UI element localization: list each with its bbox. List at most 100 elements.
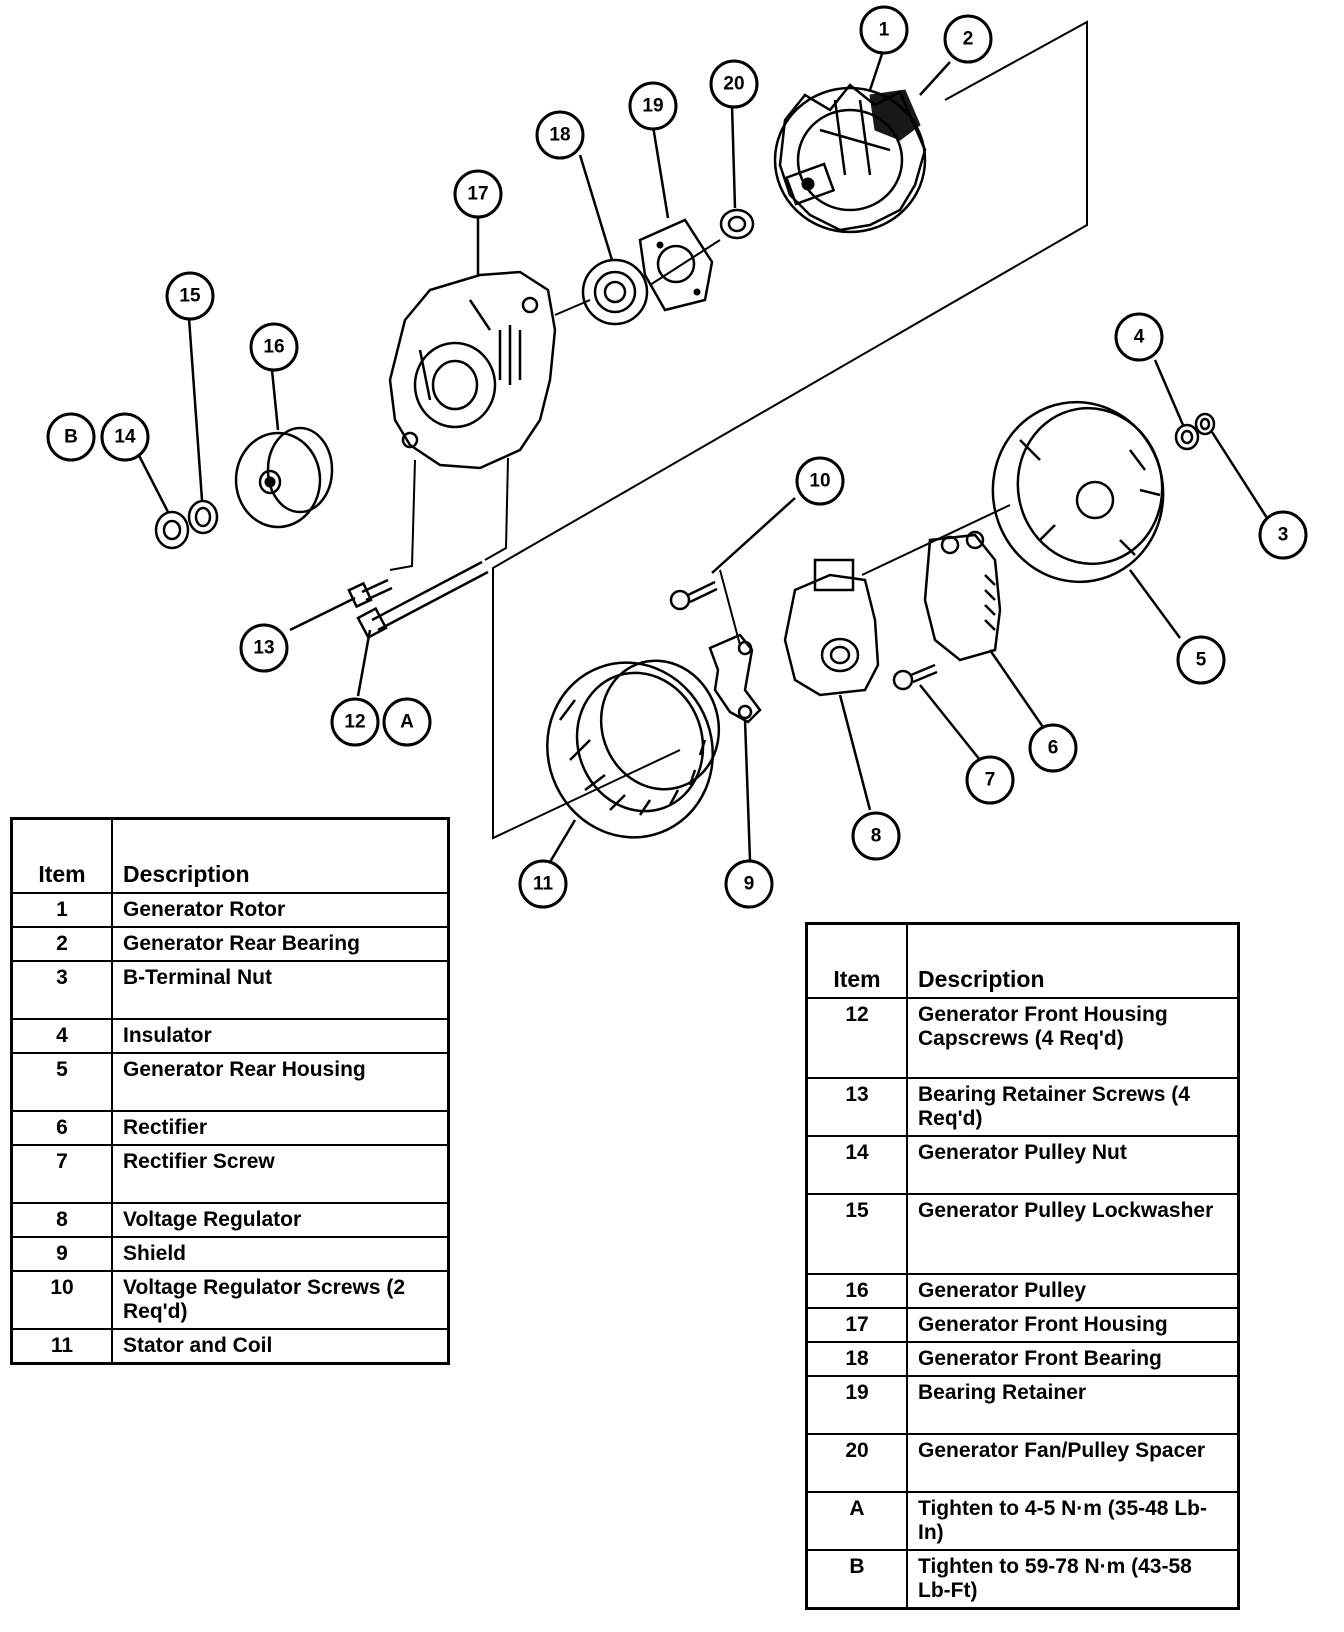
callout-11: 11 [518, 859, 568, 909]
housing-capscrew-part [356, 560, 489, 640]
item-description: Bearing Retainer [906, 1375, 1240, 1435]
assembly-line [649, 239, 721, 286]
svg-text:A: A [400, 712, 414, 733]
callout-2: 2 [943, 14, 993, 64]
description-column-header: Description [906, 922, 1240, 999]
svg-text:13: 13 [253, 638, 274, 659]
item-number: 20 [805, 1433, 908, 1493]
rectifier-screw-part [892, 663, 938, 691]
item-description: Insulator [111, 1018, 450, 1054]
b-terminal-nut-part [1194, 412, 1216, 436]
item-description: Voltage Regulator Screws (2 Req'd) [111, 1270, 450, 1330]
svg-text:16: 16 [263, 337, 284, 358]
item-description: Rectifier [111, 1110, 450, 1146]
description-column-header: Description [111, 817, 450, 894]
svg-text:9: 9 [744, 874, 755, 895]
shield-part [708, 633, 762, 724]
callout-A: A [382, 697, 432, 747]
item-number: 16 [805, 1273, 908, 1309]
callout-12: 12 [330, 697, 380, 747]
svg-text:4: 4 [1134, 327, 1145, 348]
item-number: A [805, 1491, 908, 1551]
item-description: Rectifier Screw [111, 1144, 450, 1204]
callout-7: 7 [965, 755, 1015, 805]
svg-text:11: 11 [533, 874, 554, 895]
item-number: B [805, 1549, 908, 1610]
callout-13: 13 [239, 623, 289, 673]
item-description: Bearing Retainer Screws (4 Req'd) [906, 1077, 1240, 1137]
bearing-retainer-part [638, 218, 714, 312]
callout-1: 1 [859, 5, 909, 55]
item-number: 5 [10, 1052, 113, 1112]
item-description: Generator Pulley [906, 1273, 1240, 1309]
svg-text:B: B [64, 427, 78, 448]
item-number: 6 [10, 1110, 113, 1146]
item-description: Voltage Regulator [111, 1202, 450, 1238]
front-bearing-part [581, 258, 649, 326]
svg-text:14: 14 [114, 427, 136, 448]
leader-lines [128, 53, 1269, 863]
callout-8: 8 [851, 811, 901, 861]
item-description: Generator Front Housing Capscrews (4 Req… [906, 997, 1240, 1079]
bearing-retainer-screw-part [347, 578, 393, 609]
regulator-screw-part [669, 580, 718, 611]
item-number: 18 [805, 1341, 908, 1377]
svg-text:1: 1 [879, 20, 890, 41]
item-description: Generator Pulley Nut [906, 1135, 1240, 1195]
item-number: 11 [10, 1328, 113, 1365]
svg-text:3: 3 [1278, 525, 1289, 546]
front-housing-part [388, 270, 557, 470]
voltage-regulator-part [783, 558, 880, 697]
svg-text:12: 12 [344, 712, 365, 733]
item-number: 3 [10, 960, 113, 1020]
item-description: Tighten to 4-5 N·m (35-48 Lb-In) [906, 1491, 1240, 1551]
svg-text:6: 6 [1048, 738, 1059, 759]
callout-6: 6 [1028, 723, 1078, 773]
screw-outline [389, 459, 416, 571]
svg-text:5: 5 [1196, 650, 1207, 671]
callout-10: 10 [795, 456, 845, 506]
callout-14: 14 [100, 412, 150, 462]
insulator-part [1174, 423, 1200, 451]
item-number: 8 [10, 1202, 113, 1238]
item-description: Generator Rear Housing [111, 1052, 450, 1112]
svg-text:7: 7 [985, 770, 996, 791]
svg-text:15: 15 [179, 286, 201, 307]
item-description: Generator Pulley Lockwasher [906, 1193, 1240, 1275]
item-description: Generator Front Bearing [906, 1341, 1240, 1377]
item-number: 12 [805, 997, 908, 1079]
item-number: 13 [805, 1077, 908, 1137]
item-description: Generator Front Housing [906, 1307, 1240, 1343]
capscrew-outline [484, 457, 509, 561]
item-description: Generator Fan/Pulley Spacer [906, 1433, 1240, 1493]
svg-text:10: 10 [809, 471, 830, 492]
assembly-outline [492, 20, 1088, 840]
item-number: 2 [10, 926, 113, 962]
item-number: 10 [10, 1270, 113, 1330]
assembly-line [861, 504, 1011, 576]
exploded-view-diagram: 1 2 3 4 5 6 7 8 9 10 11 12 A 13 B 14 15 … [46, 5, 1308, 909]
callout-20: 20 [709, 59, 759, 109]
svg-text:8: 8 [871, 826, 882, 847]
pulley-lockwasher-part [187, 499, 219, 535]
item-number: 17 [805, 1307, 908, 1343]
callout-9: 9 [724, 859, 774, 909]
stator-and-coil-part [546, 659, 721, 839]
assembly-line [719, 569, 741, 646]
